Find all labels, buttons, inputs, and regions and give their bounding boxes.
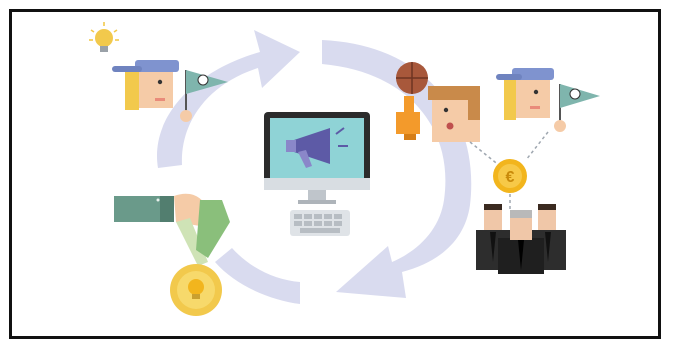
lightbulb-icon (89, 22, 119, 52)
hand-icon (114, 193, 208, 226)
businessmen-group-icon (476, 204, 566, 274)
marketing-cycle-diagram: € (89, 22, 600, 316)
fan-with-cap-icon (496, 68, 554, 120)
coin-symbol: € (506, 169, 515, 186)
basketball-icon (396, 62, 428, 94)
surprised-fan-icon (428, 86, 480, 142)
fan-top-left (89, 22, 228, 122)
connection-lines (469, 131, 549, 210)
computer-center (264, 112, 370, 236)
euro-coin-icon: € (493, 159, 527, 193)
lightbulb-icon (188, 279, 204, 299)
cycle-arrow-bottom (215, 248, 300, 304)
megaphone-icon (286, 127, 348, 168)
soccer-flag-icon (554, 84, 600, 132)
hand-with-medal (114, 193, 230, 316)
keyboard-icon (290, 210, 350, 236)
foam-hand-icon (396, 96, 420, 140)
cycle-arrow-top-left (156, 30, 300, 168)
ribbon-icon (176, 200, 230, 266)
fans-top-right (396, 62, 600, 142)
soccer-flag-icon (180, 70, 228, 122)
computer-monitor-icon (264, 112, 370, 204)
fan-with-cap-icon (112, 60, 179, 110)
